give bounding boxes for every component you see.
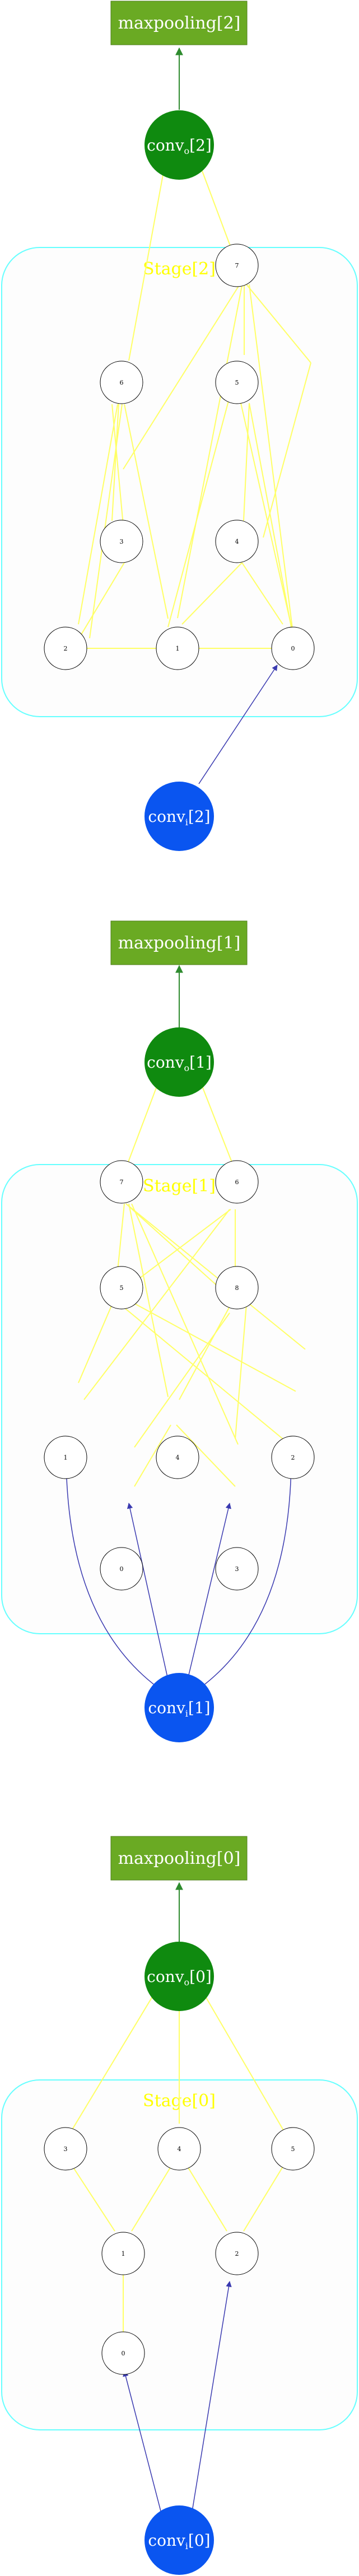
svg-text:1: 1 <box>122 2250 125 2257</box>
svg-text:convi[1]: convi[1] <box>148 1699 210 1719</box>
svg-text:1: 1 <box>176 645 180 652</box>
svg-text:3: 3 <box>235 1565 239 1573</box>
conv-i-0-node: convi[0] <box>144 2505 214 2575</box>
svg-text:convo[0]: convo[0] <box>147 1967 212 1988</box>
stage-1-nodes: 7 6 5 8 1 4 2 0 3 <box>44 1160 315 1591</box>
stage-0-node: 3 <box>44 2127 87 2171</box>
stage-0-nodes: 3 4 5 1 2 0 <box>44 2127 315 2375</box>
conv-i-2-node: convi[2] <box>144 782 214 851</box>
svg-text:convi[2]: convi[2] <box>148 807 210 828</box>
stage-1-node: 3 <box>215 1547 259 1591</box>
stage-2-node: 6 <box>100 361 143 404</box>
stage-1-label: Stage[1] <box>143 1176 216 1196</box>
svg-text:6: 6 <box>120 379 124 386</box>
svg-text:4: 4 <box>178 2145 181 2153</box>
stage-2-node: 3 <box>100 520 143 563</box>
stage-2-cluster <box>1 247 358 717</box>
stage-1-node: 8 <box>215 1266 259 1310</box>
svg-text:0: 0 <box>120 1565 124 1573</box>
conv-o-0-node: convo[0] <box>144 1942 214 2011</box>
svg-text:4: 4 <box>176 1454 180 1461</box>
svg-text:3: 3 <box>120 538 124 545</box>
svg-text:6: 6 <box>235 1179 239 1186</box>
stage-1-node: 7 <box>100 1160 143 1204</box>
stage-2-node: 0 <box>271 627 315 670</box>
svg-text:5: 5 <box>235 379 239 386</box>
stage-0-node: 4 <box>157 2127 201 2171</box>
stage-1-node: 0 <box>100 1547 143 1591</box>
conv-o-1-node: convo[1] <box>144 1027 214 1097</box>
svg-text:0: 0 <box>122 2350 125 2357</box>
svg-text:4: 4 <box>235 538 239 545</box>
svg-text:8: 8 <box>235 1284 239 1292</box>
maxpooling-2-box: maxpooling[2] <box>110 1 248 45</box>
stage-1-node: 1 <box>44 1436 87 1479</box>
stage-1-node: 5 <box>100 1266 143 1310</box>
stage-2-label: Stage[2] <box>143 259 216 279</box>
stage-2-nodes: 7 6 5 3 4 2 1 0 <box>44 244 315 670</box>
stage-2-node: 1 <box>156 627 199 670</box>
stage-0-node: 1 <box>101 2232 145 2275</box>
stage-0-node: 0 <box>101 2331 145 2375</box>
maxpooling-0-box: maxpooling[0] <box>110 1836 248 1881</box>
svg-text:1: 1 <box>64 1454 68 1461</box>
svg-text:2: 2 <box>291 1454 295 1461</box>
stage-1-node: 4 <box>156 1436 199 1479</box>
stage-1-node: 6 <box>215 1160 259 1204</box>
stage-2-node: 7 <box>215 244 259 287</box>
svg-text:convo[2]: convo[2] <box>147 136 212 156</box>
stage-2-edges <box>75 132 311 649</box>
stage-1-edges <box>78 1049 306 1487</box>
svg-text:convi[0]: convi[0] <box>148 2531 210 2551</box>
svg-text:2: 2 <box>235 2250 239 2257</box>
svg-text:5: 5 <box>120 1284 124 1292</box>
stage-2-node: 4 <box>215 520 259 563</box>
svg-text:7: 7 <box>235 262 239 269</box>
stage-0-node: 5 <box>271 2127 315 2171</box>
conv-o-2-node: convo[2] <box>144 110 214 180</box>
stage-0-node: 2 <box>215 2232 259 2275</box>
svg-text:convo[1]: convo[1] <box>147 1053 212 1073</box>
svg-text:maxpooling[0]: maxpooling[0] <box>118 1849 241 1868</box>
svg-text:2: 2 <box>64 645 68 652</box>
svg-text:maxpooling[2]: maxpooling[2] <box>118 13 241 33</box>
stage-2-node: 5 <box>215 361 259 404</box>
svg-text:0: 0 <box>291 645 295 652</box>
blue-arrows <box>63 665 295 2540</box>
stage-1-node: 2 <box>271 1436 315 1479</box>
svg-text:maxpooling[1]: maxpooling[1] <box>118 933 241 953</box>
svg-text:5: 5 <box>291 2145 295 2153</box>
svg-text:7: 7 <box>120 1179 124 1186</box>
svg-text:3: 3 <box>64 2145 68 2153</box>
conv-i-1-node: convi[1] <box>144 1673 214 1742</box>
stage-2-node: 2 <box>44 627 87 670</box>
maxpooling-1-box: maxpooling[1] <box>110 920 248 965</box>
